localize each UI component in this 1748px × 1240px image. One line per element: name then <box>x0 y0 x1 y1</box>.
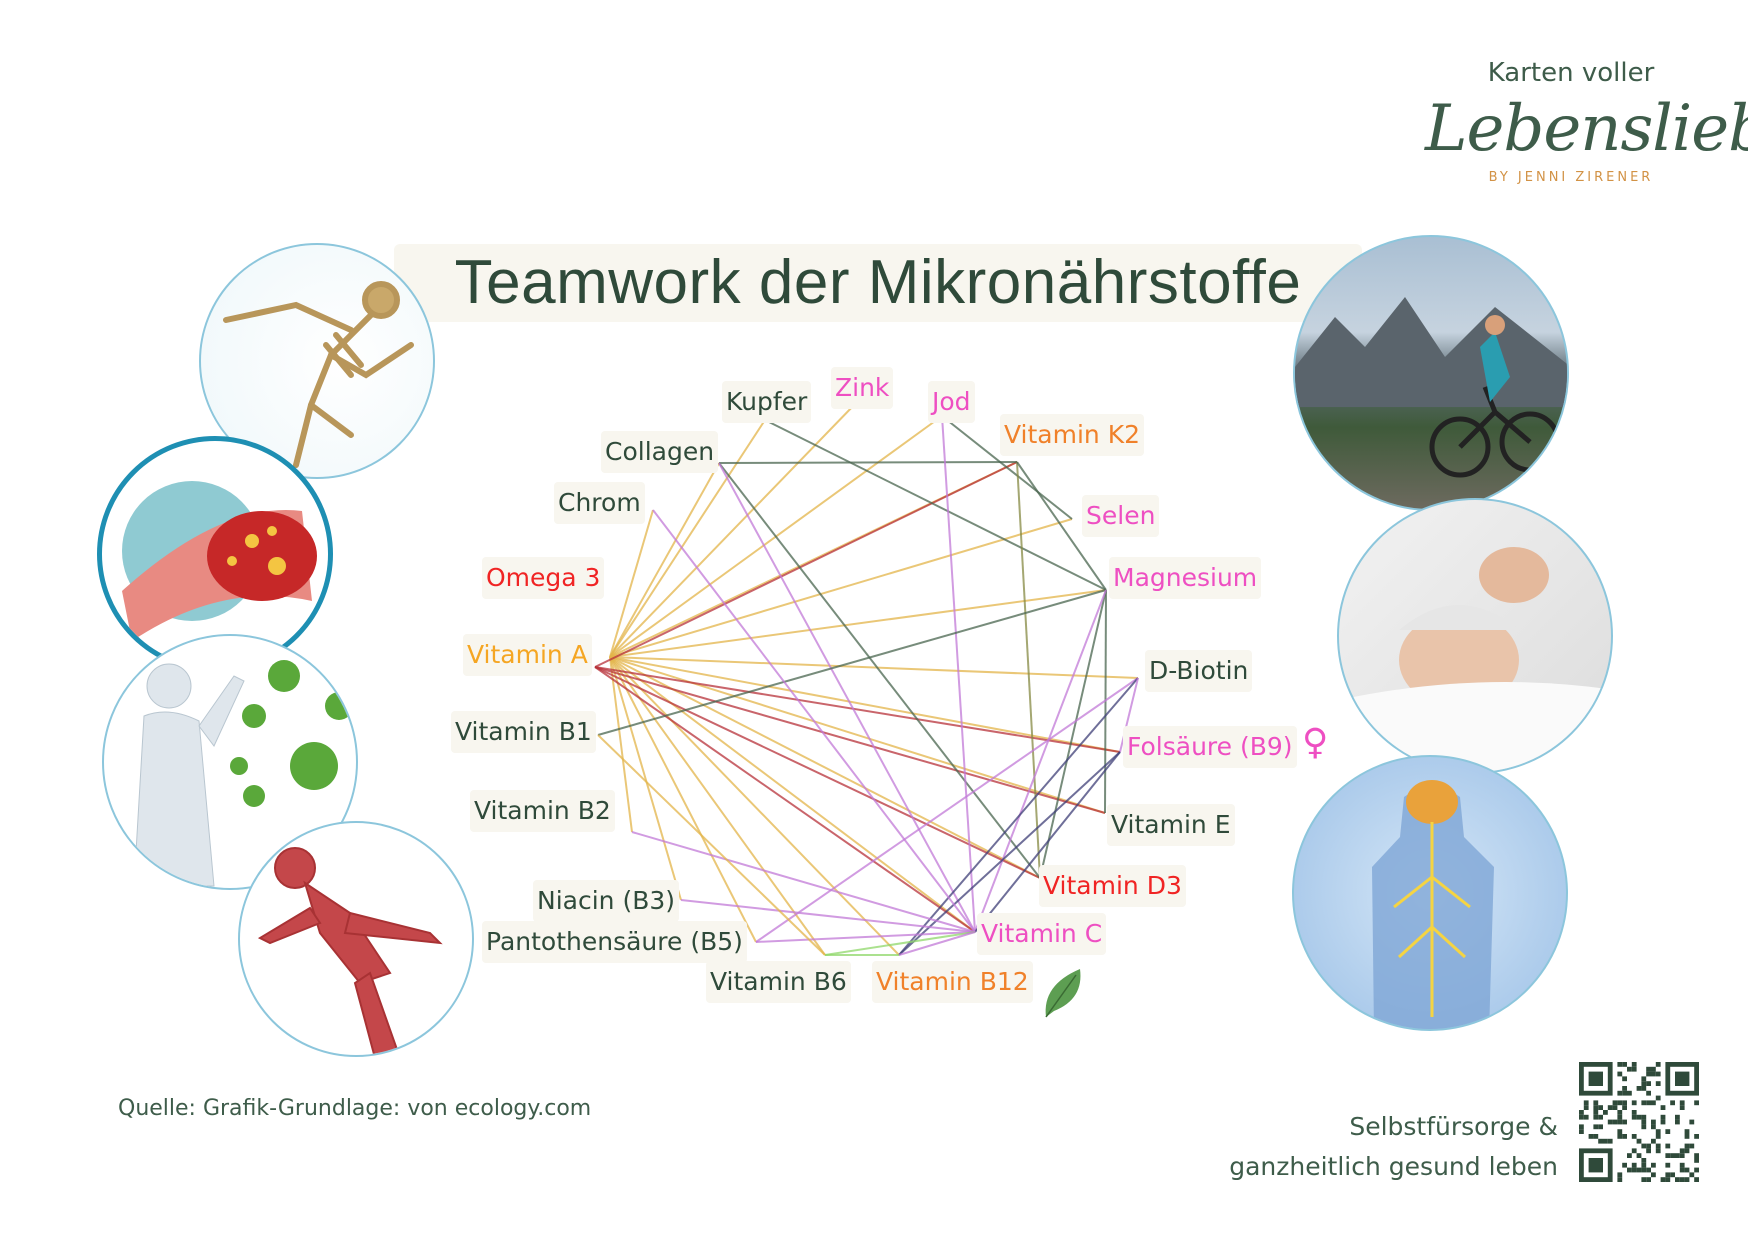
node-label-omega3: Omega 3 <box>482 557 605 599</box>
edge-biotin-b12 <box>898 677 1139 956</box>
node-label-b12: Vitamin B12 <box>872 961 1033 1003</box>
edge-magnesium-d3 <box>1039 589 1107 879</box>
blood-vessel-image <box>97 436 333 672</box>
leaf-icon <box>1040 965 1084 1025</box>
node-label-b2: Vitamin B2 <box>470 790 615 832</box>
edge-folsaeure-vitc <box>974 751 1121 933</box>
node-label-d3: Vitamin D3 <box>1039 865 1186 907</box>
edge-vita-d3 <box>594 666 1041 879</box>
source-note: Quelle: Grafik-Grundlage: von ecology.co… <box>118 1096 592 1121</box>
edge-biotin-b5 <box>755 677 1139 943</box>
edge-k2-d3 <box>1016 461 1041 879</box>
edge-b2-vitc <box>631 831 976 933</box>
node-label-kupfer: Kupfer <box>722 381 812 423</box>
qr-code[interactable] <box>1579 1062 1699 1182</box>
footer-tagline-1: Selbstfürsorge & <box>1349 1112 1558 1141</box>
edge-omega3-b5 <box>609 656 757 943</box>
page-title: Teamwork der Mikronährstoffe <box>394 244 1362 322</box>
logo-script: Lebensliebe <box>1425 92 1748 166</box>
edge-omega3-selen <box>609 518 1073 658</box>
node-label-selen: Selen <box>1082 495 1160 537</box>
nervous-system-image <box>1292 755 1568 1031</box>
edge-b6-vitc <box>824 931 976 956</box>
skeleton-image <box>199 243 435 479</box>
footer-tagline-2: ganzheitlich gesund leben <box>1229 1152 1558 1181</box>
edge-magnesium-vitc <box>974 589 1107 933</box>
edge-vita-vite <box>594 666 1106 814</box>
edge-omega3-niacin <box>609 656 682 901</box>
edge-omega3-b6 <box>609 656 826 956</box>
muscle-runner-image <box>238 821 474 1057</box>
node-label-folsaeure: Folsäure (B9) <box>1123 726 1297 768</box>
edge-k2-magnesium <box>1016 461 1107 591</box>
node-label-magnesium: Magnesium <box>1109 557 1262 599</box>
edge-omega3-biotin <box>609 656 1139 679</box>
node-label-collagen: Collagen <box>601 431 719 473</box>
edge-vita-vitc <box>594 666 976 933</box>
edge-niacin-vitc <box>680 899 976 933</box>
logo-byline: BY JENNI ZIRENER <box>1488 170 1654 185</box>
edge-omega3-kupfer <box>609 419 766 658</box>
edge-omega3-magnesium <box>609 589 1107 658</box>
edge-kupfer-magnesium <box>764 419 1107 591</box>
edge-omega3-b12 <box>609 656 900 956</box>
cyclist-image <box>1293 235 1569 511</box>
node-label-b1: Vitamin B1 <box>451 711 596 753</box>
node-label-jod: Jod <box>928 381 975 423</box>
node-label-k2: Vitamin K2 <box>1000 414 1145 456</box>
edge-jod-vitc <box>941 415 976 933</box>
edge-omega3-folsaeure <box>609 656 1121 753</box>
female-symbol-icon: ♀ <box>1302 722 1329 763</box>
node-label-chrom: Chrom <box>554 482 645 524</box>
node-label-niacin: Niacin (B3) <box>533 880 680 922</box>
node-label-vitc: Vitamin C <box>977 913 1107 955</box>
logo-line1: Karten voller <box>1487 58 1655 88</box>
edge-collagen-d3 <box>718 462 1041 879</box>
node-label-b5: Pantothensäure (B5) <box>482 921 747 963</box>
edge-b5-vitc <box>755 931 976 943</box>
edge-omega3-collagen <box>609 462 720 658</box>
edge-omega3-chrom <box>609 509 654 658</box>
edge-vita-folsaeure <box>594 666 1121 753</box>
edge-b1-b6 <box>597 734 826 956</box>
edge-magnesium-b1 <box>597 589 1107 736</box>
edge-jod-selen <box>941 415 1073 520</box>
node-label-biotin: D-Biotin <box>1145 650 1253 692</box>
node-label-vita: Vitamin A <box>463 634 592 676</box>
node-label-b6: Vitamin B6 <box>706 961 851 1003</box>
edge-collagen-vitc <box>718 462 976 933</box>
edge-omega3-b2 <box>609 656 633 833</box>
node-label-zink: Zink <box>831 367 894 409</box>
edge-collagen-k2 <box>718 461 1018 464</box>
edge-b12-vitc <box>898 931 976 956</box>
edge-vita-k2 <box>594 461 1018 668</box>
edge-chrom-vitc <box>652 509 976 933</box>
sleeping-couple-image <box>1337 498 1613 774</box>
node-label-vite: Vitamin E <box>1107 804 1235 846</box>
